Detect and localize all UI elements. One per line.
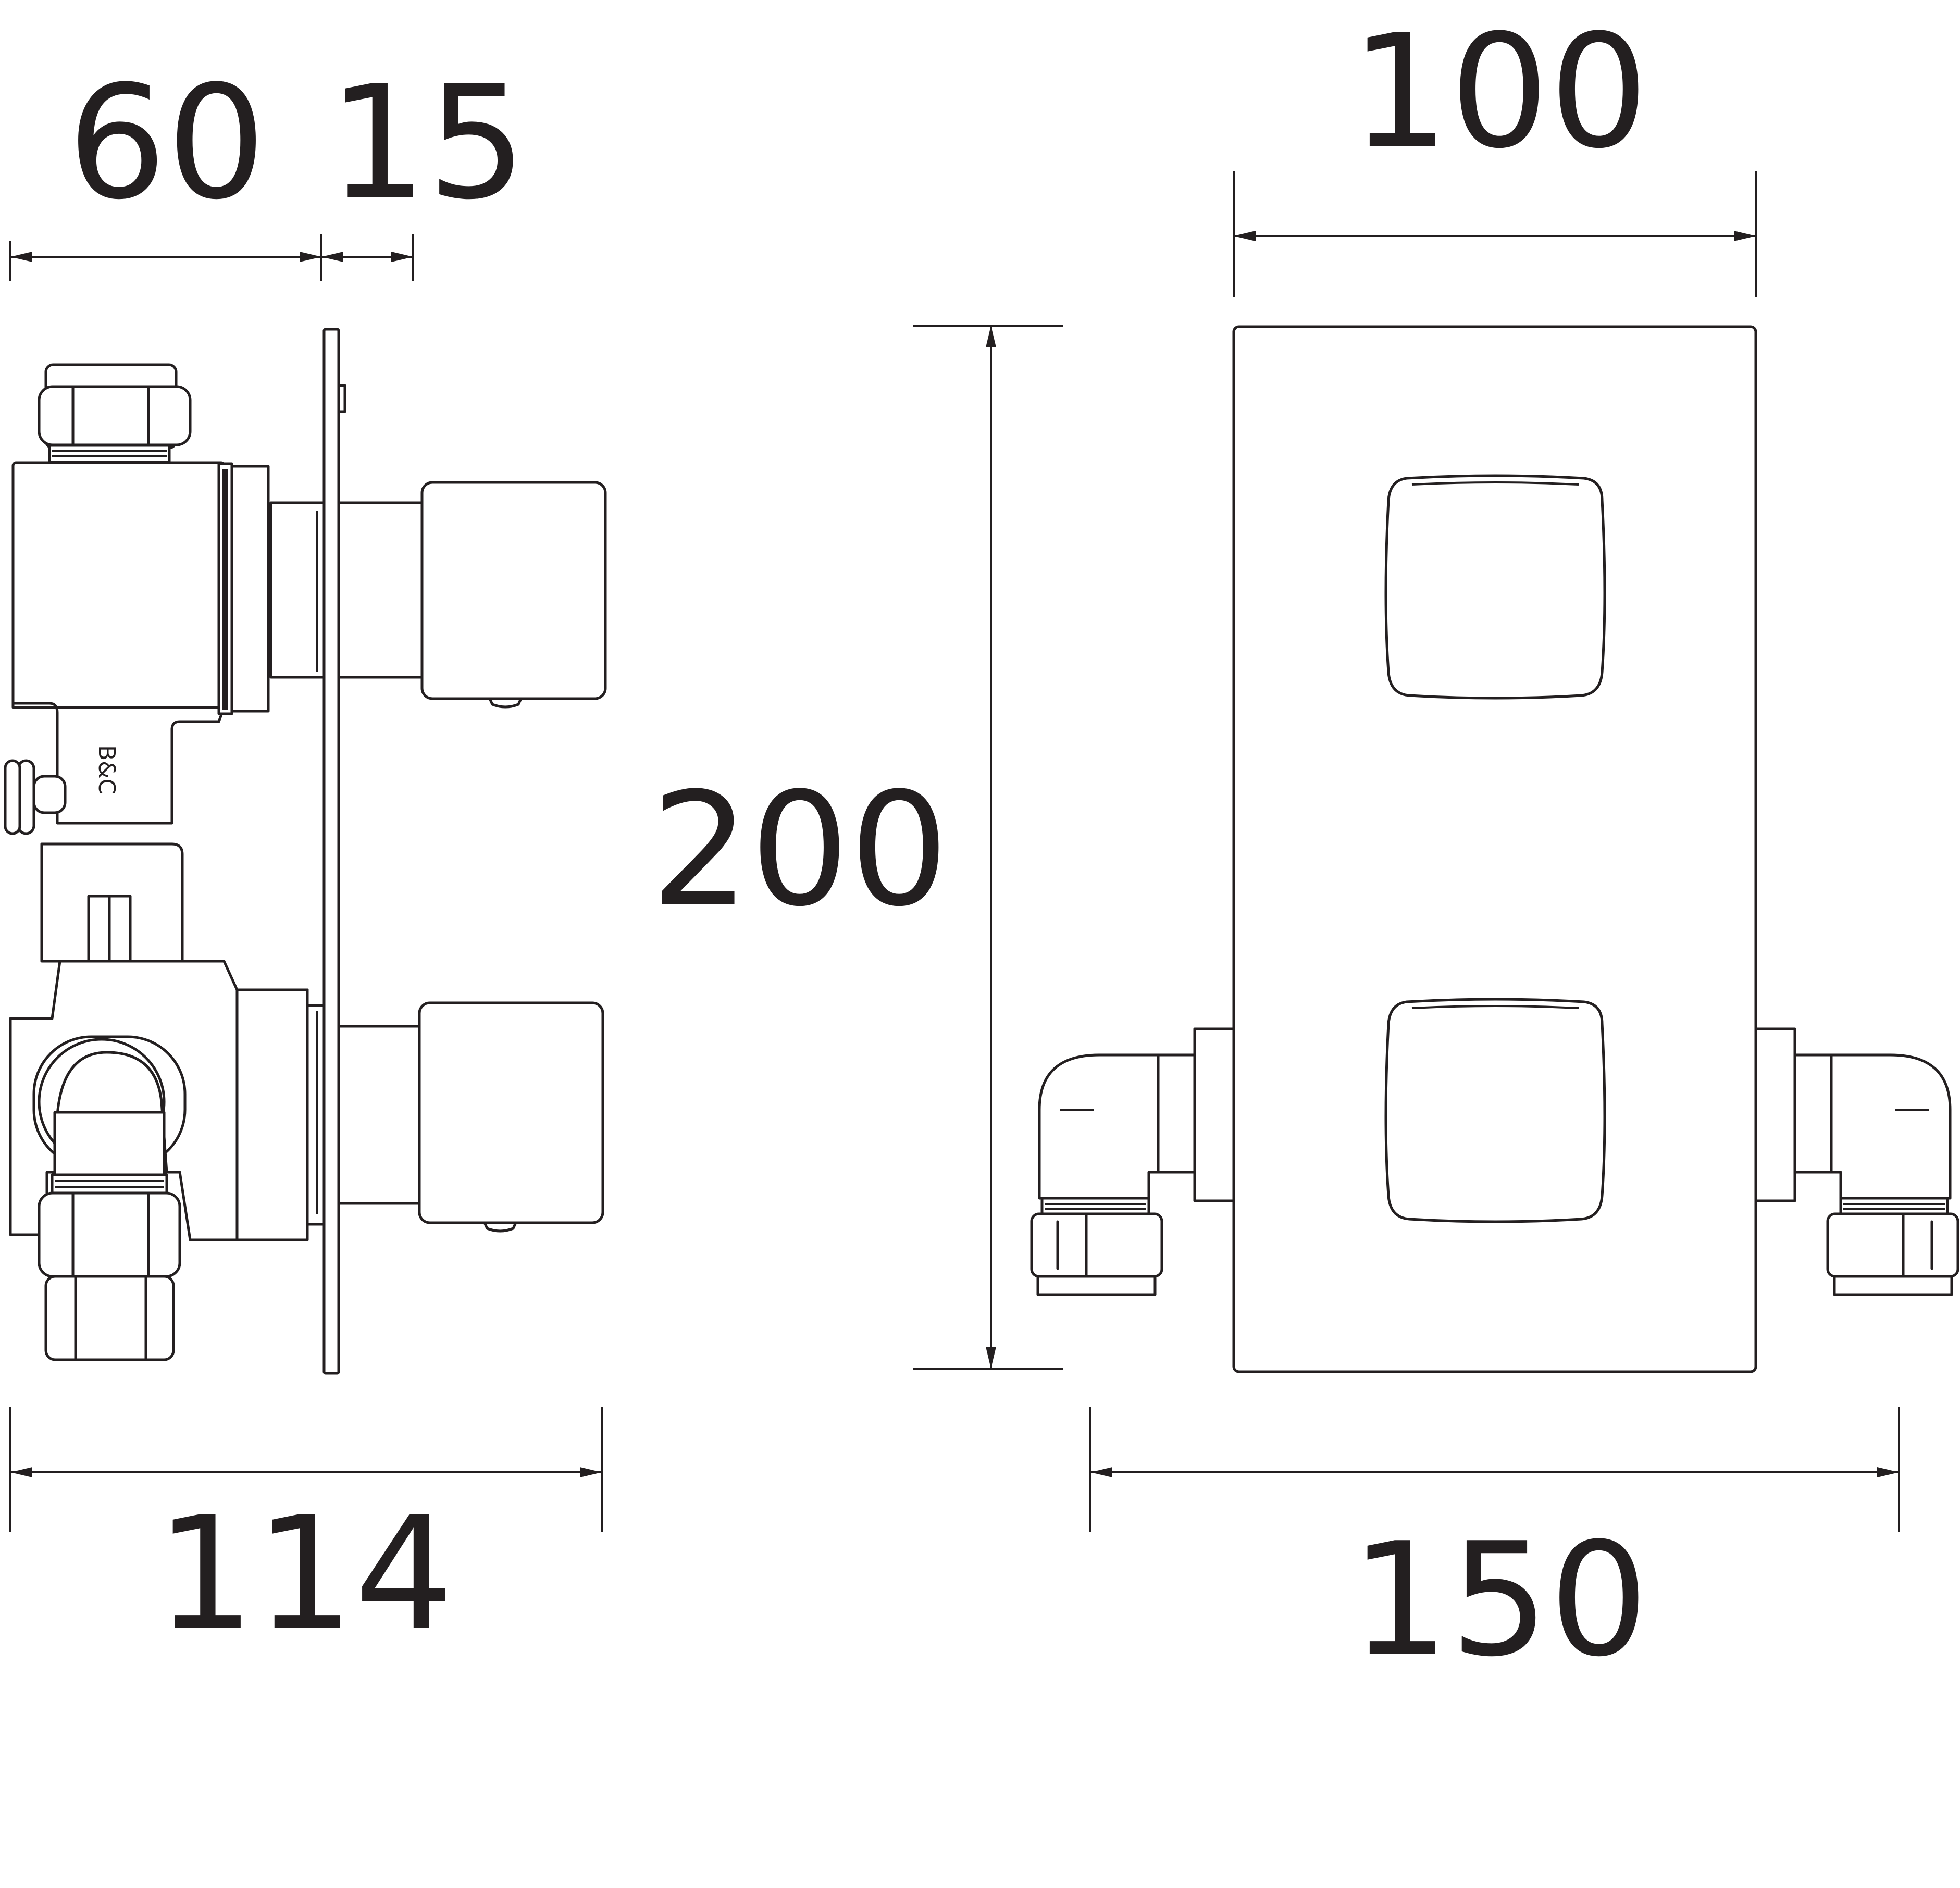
dimension-label-body-depth: 60	[67, 52, 266, 234]
dimension-label-plate-height: 200	[651, 759, 949, 941]
bottom-compression-fitting	[38, 1191, 181, 1361]
dimension-label-plate-depth: 15	[328, 52, 527, 234]
dimension-overall-depth: 114	[9, 1407, 603, 1665]
dimension-plate-width: 100	[1233, 1, 1757, 297]
dimension-plate-height: 200	[651, 325, 1063, 1370]
side-view: 60 15 114	[4, 52, 607, 1665]
dimension-label-plate-width: 100	[1350, 1, 1649, 183]
front-view: 100 200 150	[651, 1, 1959, 1691]
wall-plate-side	[322, 328, 340, 1375]
dimension-overall-width: 150	[1089, 1407, 1900, 1691]
maker-mark: B&C	[93, 745, 120, 794]
dimension-plate-depth: 15	[321, 52, 527, 281]
top-compression-fitting	[38, 363, 192, 464]
dimension-label-overall-depth: 114	[156, 1483, 454, 1665]
dimension-label-overall-width: 150	[1350, 1509, 1649, 1691]
temperature-handle[interactable]	[1384, 474, 1606, 700]
left-outlet-fitting	[1030, 1027, 1235, 1296]
right-outlet-fitting	[1754, 1027, 1959, 1296]
outlet-elbow-side	[32, 1035, 187, 1195]
isolation-stopcock	[4, 759, 67, 835]
flow-handle[interactable]	[1384, 998, 1606, 1223]
dimension-body-depth: 60	[9, 52, 322, 281]
wall-plate-front	[1232, 325, 1757, 1373]
valve-body	[11, 461, 607, 825]
